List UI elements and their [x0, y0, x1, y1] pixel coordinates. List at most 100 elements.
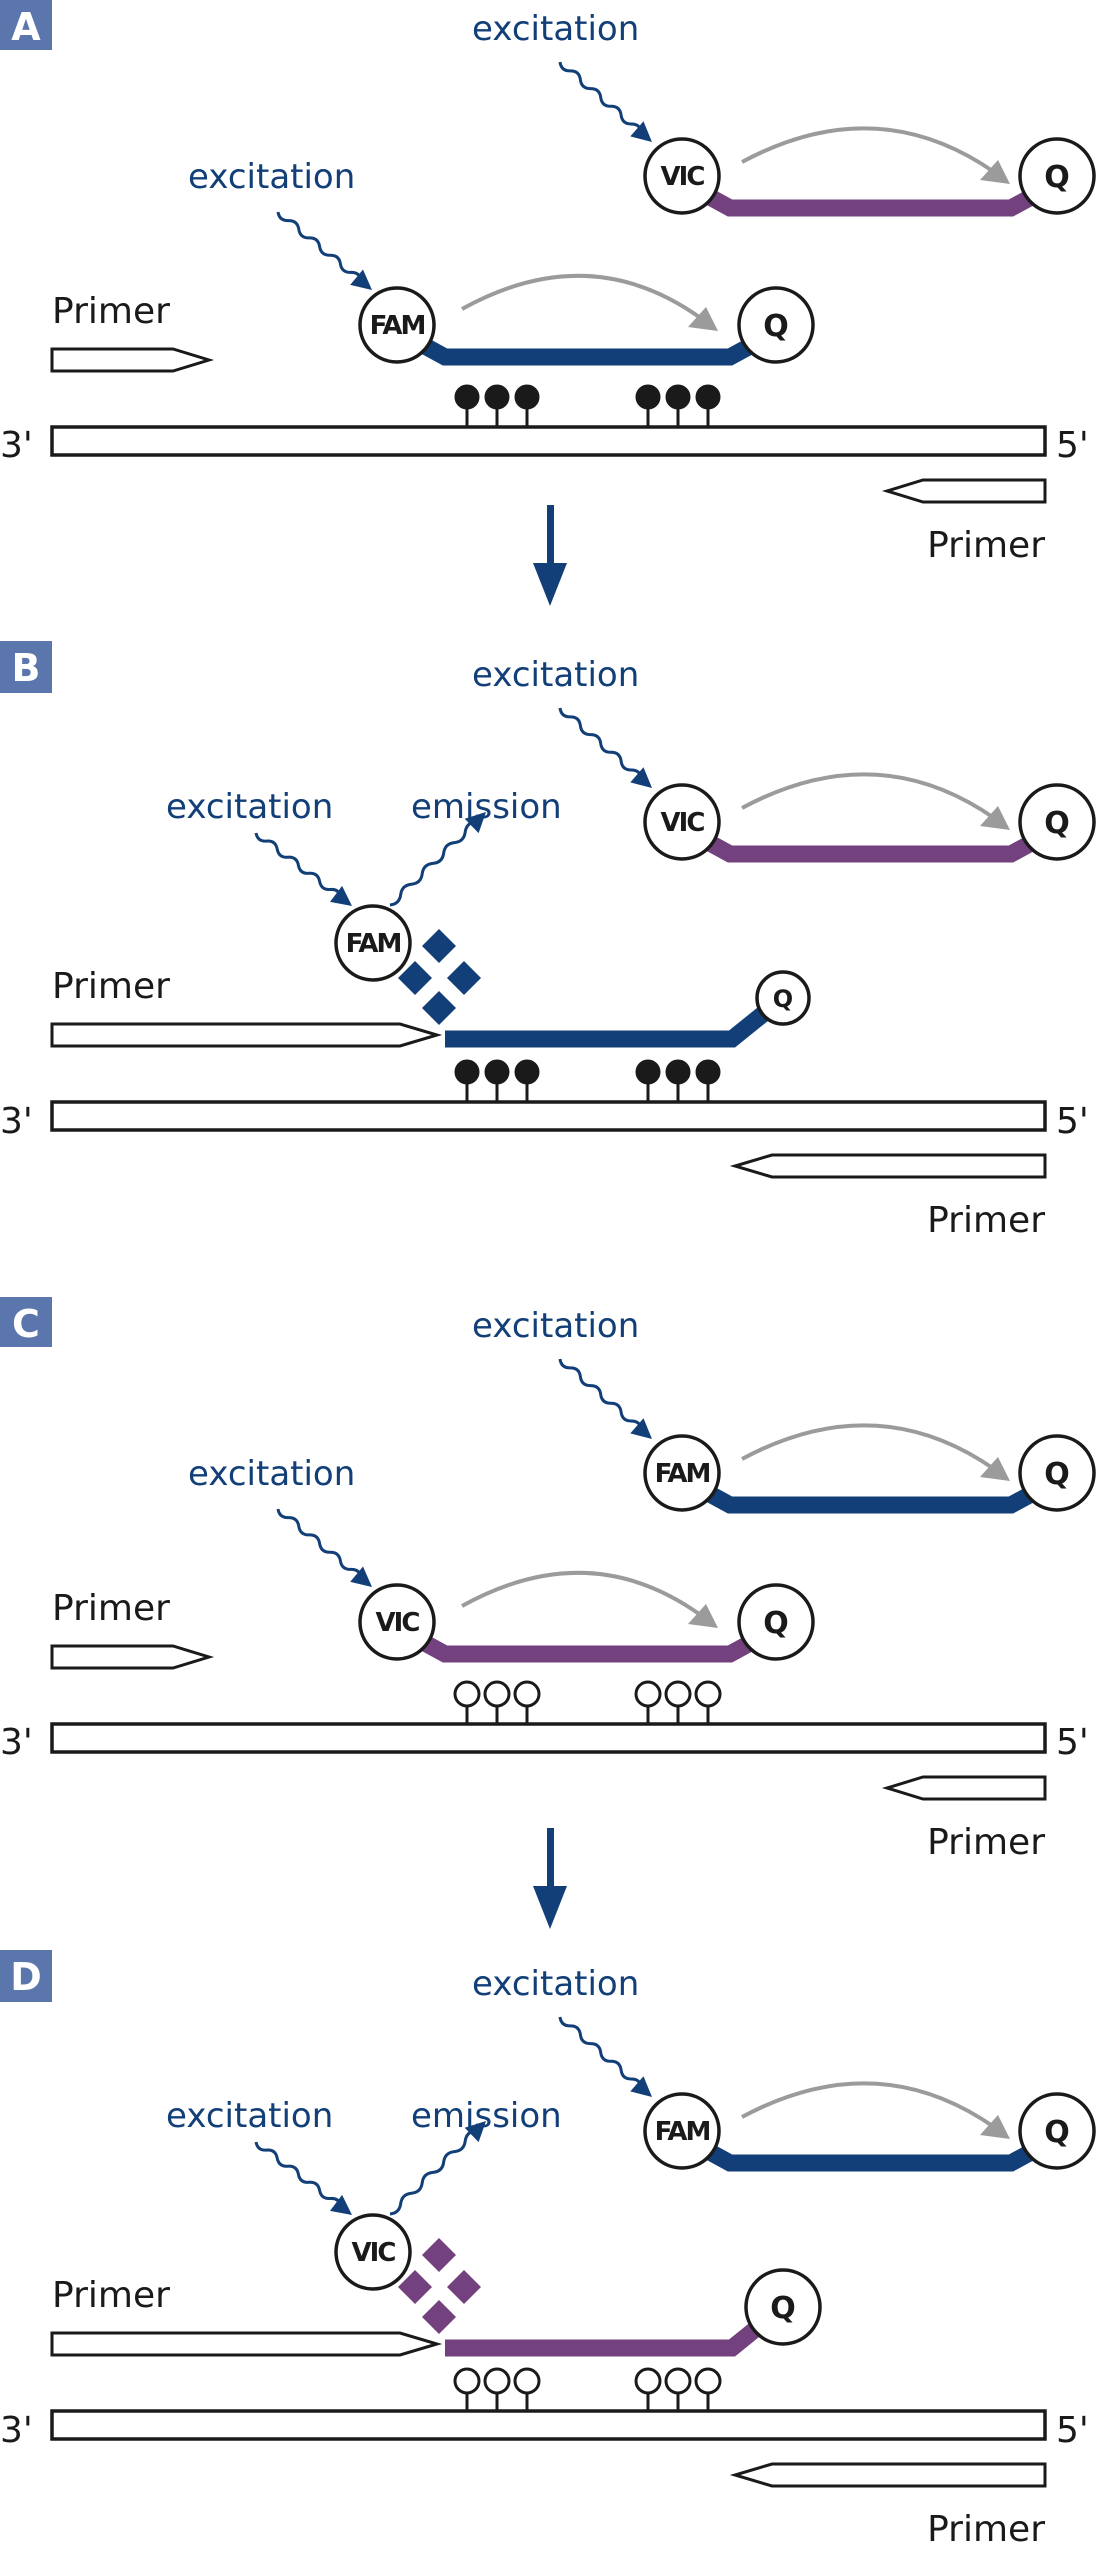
open-site-marker	[453, 1680, 481, 1708]
bound-probe-backbone	[418, 1634, 757, 1663]
released-dye-emission-label: emission	[411, 2096, 562, 2136]
unbound-excitation-arrow-head	[630, 767, 652, 788]
released-dye-emission-arrow-head	[464, 812, 486, 834]
unbound-probe-backbone	[703, 834, 1038, 863]
template-strand	[50, 2409, 1047, 2441]
bound-fret-arrow-head	[688, 307, 718, 331]
remaining-probe-backbone	[445, 2322, 761, 2357]
forward-primer-label: Primer	[52, 2275, 170, 2316]
open-site-marker	[483, 1680, 511, 1708]
unbound-excitation-arrow	[558, 2016, 643, 2089]
unbound-quencher: Q	[1018, 783, 1096, 861]
template-strand	[50, 425, 1047, 457]
forward-primer-extended	[50, 2331, 443, 2357]
open-site-marker	[664, 1680, 692, 1708]
bound-quencher-circle	[737, 1583, 815, 1661]
strand-5prime-label: 5'	[1056, 1101, 1089, 1142]
remaining-quencher: Q	[755, 970, 811, 1026]
open-site-marker	[634, 1680, 662, 1708]
remaining-probe-backbone	[445, 1006, 769, 1048]
unbound-dye: FAM	[643, 2092, 721, 2170]
reverse-primer	[881, 1775, 1047, 1801]
unbound-fret-arrow	[741, 772, 996, 820]
unbound-dye-label: VIC	[661, 808, 705, 838]
probe-binding-site-5	[664, 1680, 692, 1724]
remaining-quencher-label: Q	[773, 985, 793, 1013]
unbound-dye: VIC	[643, 783, 721, 861]
probe-binding-site-3	[514, 384, 540, 427]
bound-excitation-arrow-head	[350, 1566, 372, 1587]
bound-excitation-arrow	[276, 1508, 363, 1579]
reverse-primer-label: Primer	[927, 2509, 1045, 2550]
released-dye-excitation-arrow	[254, 832, 343, 898]
released-dye-excitation-label: excitation	[166, 787, 333, 827]
bound-excitation-label: excitation	[188, 157, 355, 197]
flow-arrow-a	[533, 505, 567, 606]
unbound-dye-circle	[643, 2092, 721, 2170]
cleaved-fragment-2	[398, 2270, 432, 2304]
bound-dye-circle	[358, 1583, 436, 1661]
released-dye-excitation-arrow-head	[330, 885, 352, 906]
released-dye: FAM	[334, 904, 412, 982]
flow-arrow-shaft	[547, 1828, 554, 1888]
unbound-quencher-label: Q	[1044, 2115, 1070, 2150]
unbound-fret-arrow-head	[980, 806, 1010, 830]
filled-site-marker	[695, 384, 721, 410]
released-dye-emission-arrow-head	[464, 2121, 486, 2143]
unbound-dye-label: VIC	[661, 162, 705, 192]
panel-label: A	[0, 0, 52, 50]
filled-site-marker	[454, 1059, 480, 1085]
unbound-excitation-arrow	[558, 707, 643, 780]
panel-label-text: B	[12, 646, 41, 690]
bound-quencher: Q	[737, 1583, 815, 1661]
released-dye-excitation-arrow	[254, 2141, 343, 2207]
reverse-primer-extended	[729, 2462, 1047, 2488]
bound-dye: FAM	[358, 286, 436, 364]
panel-label-box	[0, 0, 52, 50]
unbound-dye: VIC	[643, 137, 721, 215]
strand-5prime-label: 5'	[1056, 1722, 1089, 1763]
unbound-dye-circle	[643, 1434, 721, 1512]
filled-site-marker	[695, 1059, 721, 1085]
flow-arrow-head	[533, 563, 567, 606]
probe-binding-site-6	[694, 2367, 722, 2411]
probe-binding-site-4	[634, 2367, 662, 2411]
bound-quencher: Q	[737, 286, 815, 364]
probe-binding-site-5	[665, 1059, 691, 1102]
filled-site-marker	[514, 1059, 540, 1085]
probe-binding-site-3	[513, 1680, 541, 1724]
probe-binding-site-3	[513, 2367, 541, 2411]
strand-3prime-label: 3'	[0, 2410, 33, 2451]
cleaved-fragment-2	[398, 961, 432, 995]
remaining-quencher-circle	[755, 970, 811, 1026]
remaining-quencher: Q	[744, 2268, 822, 2346]
open-site-marker	[694, 2367, 722, 2395]
reverse-primer-label: Primer	[927, 525, 1045, 566]
probe-binding-site-4	[635, 384, 661, 427]
unbound-dye-label: FAM	[655, 1459, 710, 1489]
unbound-excitation-label: excitation	[472, 655, 639, 695]
bound-quencher-label: Q	[763, 309, 789, 344]
filled-site-marker	[514, 384, 540, 410]
filled-site-marker	[635, 384, 661, 410]
probe-binding-site-4	[635, 1059, 661, 1102]
filled-site-marker	[484, 1059, 510, 1085]
open-site-marker	[483, 2367, 511, 2395]
unbound-quencher-circle	[1018, 2092, 1096, 2170]
unbound-quencher-label: Q	[1044, 160, 1070, 195]
unbound-quencher-circle	[1018, 783, 1096, 861]
probe-binding-site-6	[694, 1680, 722, 1724]
template-strand	[50, 1722, 1047, 1754]
cleaved-fragment-4	[422, 991, 456, 1025]
released-dye: VIC	[334, 2213, 412, 2291]
released-dye-excitation-arrow-head	[330, 2194, 352, 2215]
bound-fret-arrow	[461, 273, 704, 321]
bound-dye-circle	[358, 286, 436, 364]
released-dye-circle	[334, 904, 412, 982]
probe-binding-site-2	[483, 1680, 511, 1724]
panel-label-text: A	[11, 5, 41, 49]
